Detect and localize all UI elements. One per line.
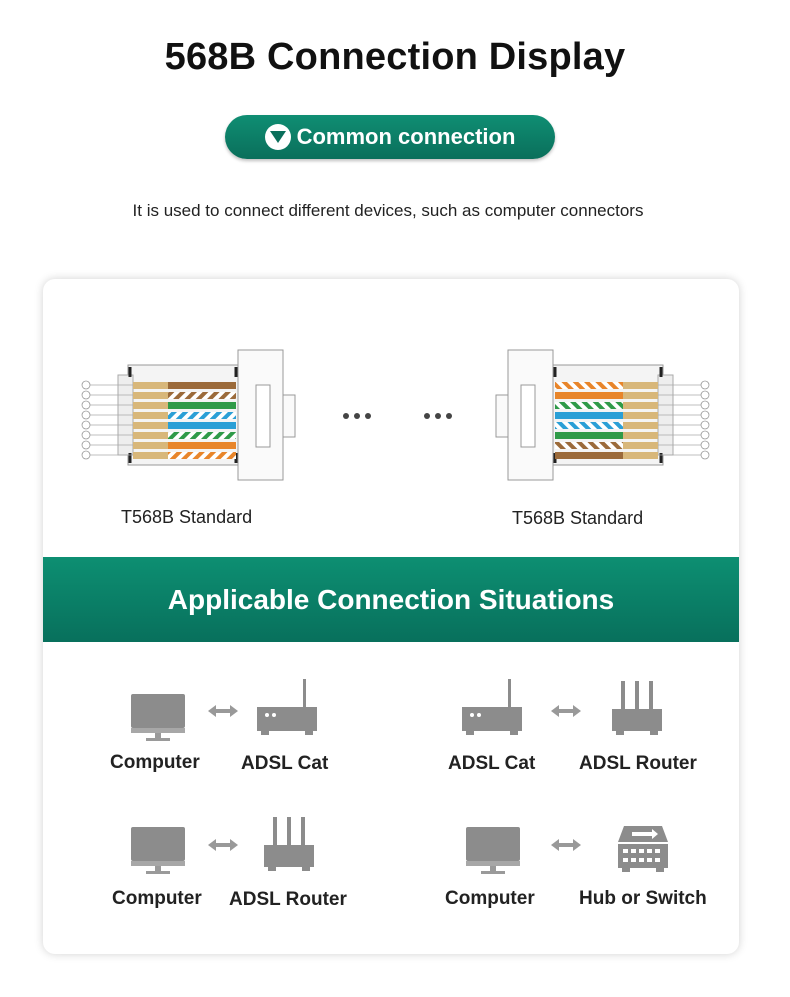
computer-icon xyxy=(131,827,185,874)
bidirectional-arrow-icon xyxy=(551,705,581,717)
section-band: Applicable Connection Situations xyxy=(43,557,739,642)
adsl-modem-icon xyxy=(462,679,522,735)
connection-4-right-label: Hub or Switch xyxy=(579,888,707,909)
subtitle: It is used to connect different devices,… xyxy=(132,201,644,220)
connection-1-right-label: ADSL Cat xyxy=(241,753,329,774)
info-card: T568B Standard T568B Standard Applicable… xyxy=(43,279,739,954)
bidirectional-arrow-icon xyxy=(551,839,581,851)
ellipsis-left-icon xyxy=(343,413,376,419)
bidirectional-arrow-icon xyxy=(208,839,238,851)
connection-3-left-label: Computer xyxy=(112,888,202,909)
left-standard-label: T568B Standard xyxy=(121,507,253,527)
right-standard-label: T568B Standard xyxy=(512,508,644,528)
common-connection-badge: Common connection xyxy=(225,115,555,159)
connection-3-right-label: ADSL Router xyxy=(229,889,347,910)
connection-2-right-label: ADSL Router xyxy=(579,753,697,774)
band-title: Applicable Connection Situations xyxy=(167,583,615,615)
rj45-connector-left-icon xyxy=(81,349,296,481)
connection-4-left-label: Computer xyxy=(445,888,535,909)
computer-icon xyxy=(131,694,185,741)
bidirectional-arrow-icon xyxy=(208,705,238,717)
rj45-connector-right-icon xyxy=(495,349,710,481)
connection-1-left-label: Computer xyxy=(110,752,200,773)
adsl-modem-icon xyxy=(257,679,317,735)
wifi-router-icon xyxy=(264,817,314,871)
page-title: 568B Connection Display xyxy=(164,36,626,78)
badge-label: Common connection xyxy=(296,124,516,149)
ellipsis-right-icon xyxy=(424,413,457,419)
network-switch-icon xyxy=(618,826,668,872)
down-triangle-icon xyxy=(264,124,291,150)
computer-icon xyxy=(466,827,520,874)
connection-2-left-label: ADSL Cat xyxy=(448,753,536,774)
wifi-router-icon xyxy=(612,681,662,735)
